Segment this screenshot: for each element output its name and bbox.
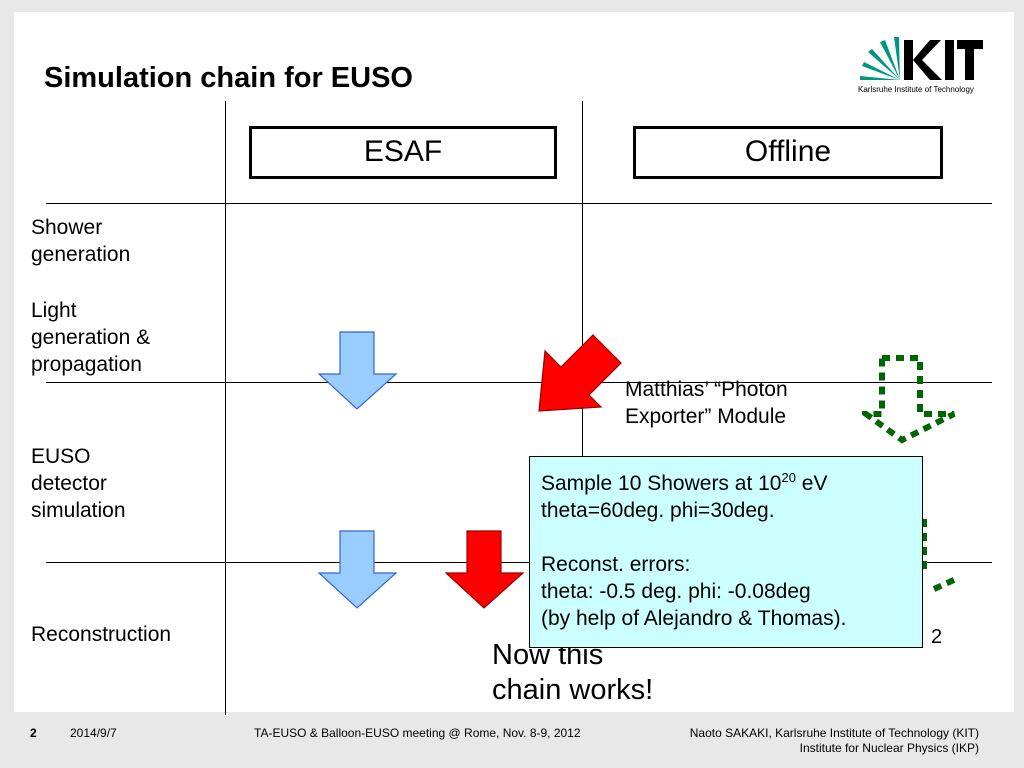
- stray-digit: 2: [931, 626, 943, 648]
- kit-logo-caption: Karlsruhe Institute of Technology: [858, 85, 974, 94]
- info-line-sample: Sample 10 Showers at 1020 eV: [541, 470, 828, 495]
- planned-dashed-arrow-1-icon: [862, 355, 956, 444]
- esaf-down-arrow-2-icon: [318, 530, 398, 609]
- info-line-credit: (by help of Alejandro & Thomas).: [541, 607, 847, 630]
- row-label-reconstruction: Reconstruction: [31, 623, 172, 646]
- info-line-errors-heading: Reconst. errors:: [541, 553, 691, 576]
- kit-logo-icon: [860, 37, 983, 80]
- esaf-down-arrow-1-icon: [318, 331, 398, 410]
- grid-row-line-3: [46, 562, 992, 563]
- column-header-offline: Offline: [633, 126, 943, 179]
- planned-dashed-arrow-2-icon: [921, 519, 958, 592]
- info-line-blank: [541, 524, 922, 551]
- grid-divider-middle: [582, 101, 583, 467]
- footer-institute: Institute for Nuclear Physics (IKP): [799, 741, 979, 755]
- grid-row-line-2: [46, 382, 992, 383]
- footer-date: 2014/9/7: [70, 726, 117, 740]
- results-info-box: Sample 10 Showers at 1020 eV theta=60deg…: [529, 456, 923, 648]
- photon-export-arrow-icon: [538, 334, 622, 412]
- column-header-esaf: ESAF: [249, 126, 557, 179]
- footer-page-number: 2: [30, 726, 37, 740]
- footer-meeting: TA-EUSO & Balloon-EUSO meeting @ Rome, N…: [254, 726, 581, 740]
- footer-author: Naoto SAKAKI, Karlsruhe Institute of Tec…: [689, 726, 979, 740]
- offline-down-arrow-icon: [445, 530, 525, 609]
- info-line-errors: theta: -0.5 deg. phi: -0.08deg: [541, 580, 811, 603]
- grid-divider-left: [225, 101, 226, 715]
- slide-title: Simulation chain for EUSO: [44, 62, 413, 94]
- grid-row-line-1: [46, 203, 992, 204]
- info-line-angles: theta=60deg. phi=30deg.: [541, 499, 775, 522]
